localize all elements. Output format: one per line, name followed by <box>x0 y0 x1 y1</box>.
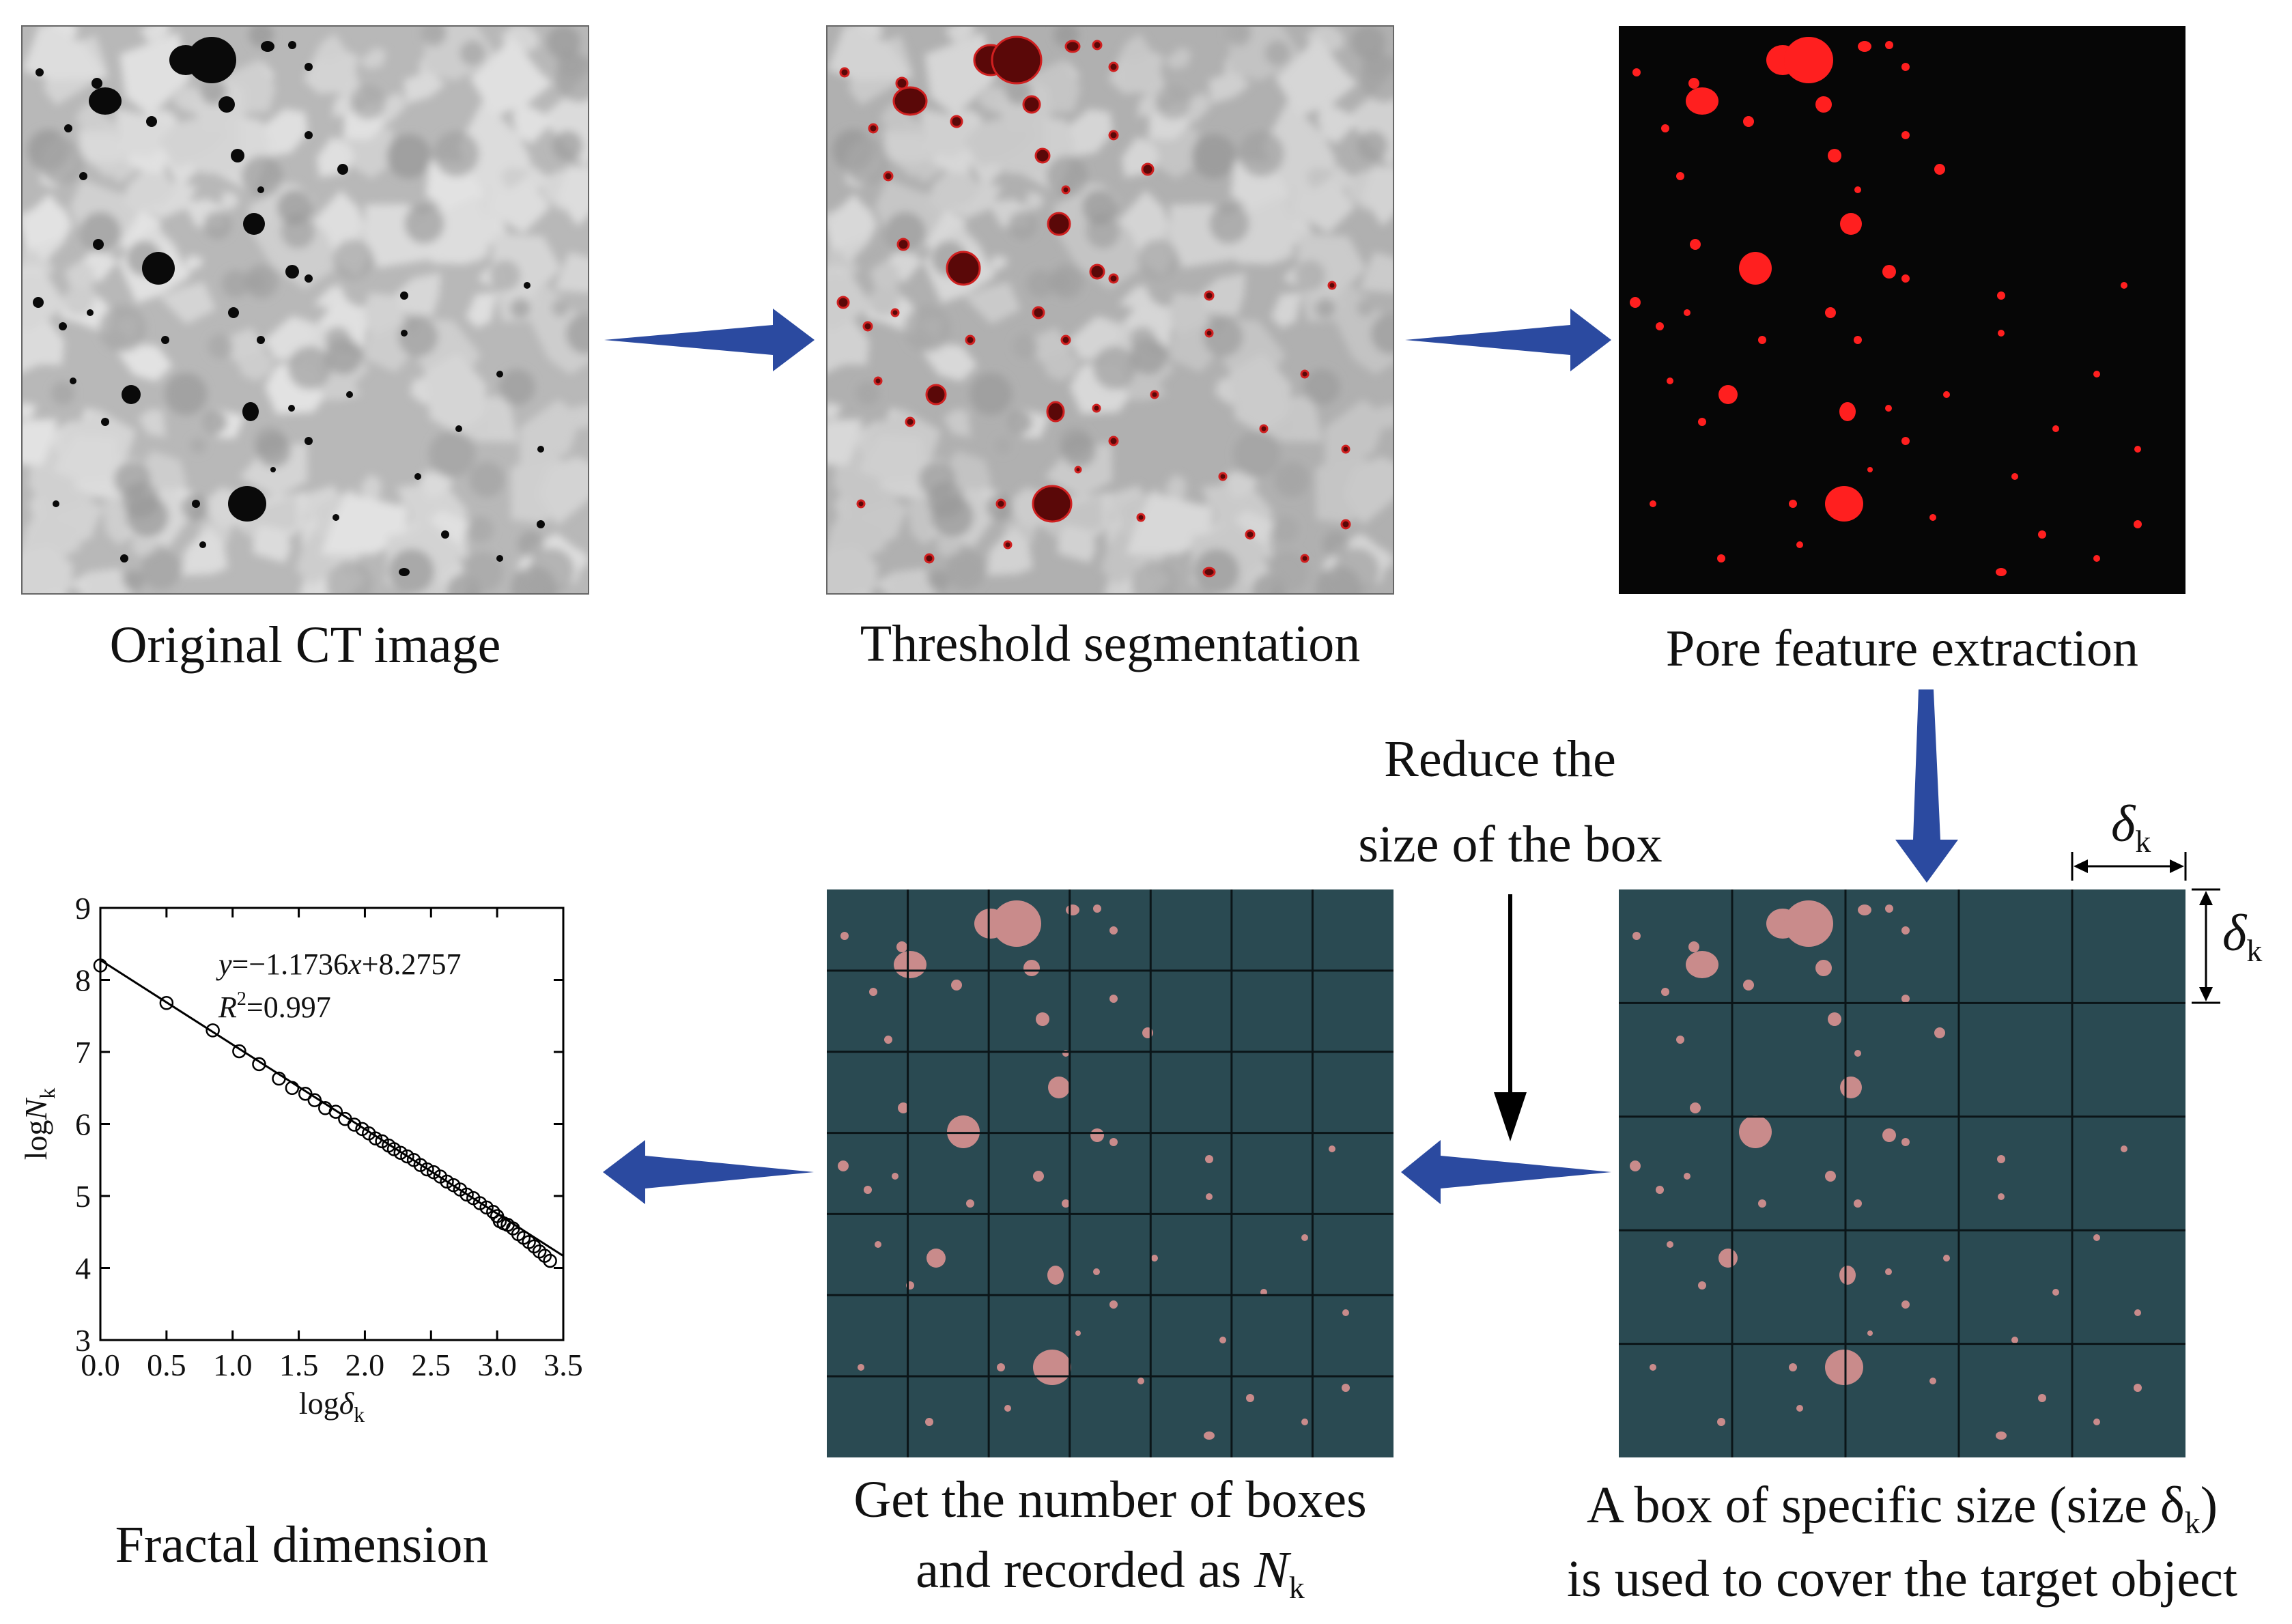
y-tick-label: 9 <box>75 891 91 926</box>
data-point <box>206 1023 220 1038</box>
reduce-line2: size of the box <box>1358 816 1662 873</box>
data-point <box>386 1142 401 1156</box>
data-point <box>486 1204 500 1219</box>
delta-top-label: δk <box>2111 795 2151 859</box>
data-point <box>298 1086 313 1101</box>
data-point <box>440 1174 454 1189</box>
box-cover-panel <box>1619 889 2185 1457</box>
ct-image-panel <box>22 26 589 594</box>
data-point <box>393 1145 408 1160</box>
data-point <box>93 958 108 973</box>
data-point <box>252 1057 266 1072</box>
y-tick-label: 7 <box>75 1035 91 1070</box>
data-point <box>232 1044 246 1059</box>
data-point <box>400 1149 414 1164</box>
caption-pore: Pore feature extraction <box>1666 620 2138 677</box>
arrow-right-2 <box>1405 309 1611 371</box>
x-tick-label: 1.5 <box>279 1348 319 1382</box>
data-point <box>272 1071 286 1086</box>
box-count-panel <box>827 889 1393 1457</box>
y-tick-label: 4 <box>75 1251 91 1286</box>
data-point <box>543 1253 557 1268</box>
equation-label: y=−1.1736x+8.2757 <box>216 948 462 981</box>
x-axis-label: logδk <box>299 1386 365 1427</box>
delta-markers <box>2071 852 2220 1004</box>
x-tick-label: 2.5 <box>412 1348 451 1382</box>
data-point <box>307 1093 322 1107</box>
fractal-chart: 0.0 0.5 1.0 1.5 2.0 2.5 3.0 3.5 3 4 5 6 7 8 9 logδk logN… <box>18 891 583 1427</box>
caption-box-count-2: and recorded as Nk <box>916 1541 1305 1605</box>
y-axis-label: logNk <box>18 1088 59 1160</box>
x-tick-label: 3.5 <box>543 1348 583 1382</box>
arrow-left-2 <box>603 1140 814 1204</box>
data-point <box>159 996 174 1010</box>
data-point <box>420 1162 434 1177</box>
x-tick-label: 2.0 <box>345 1348 385 1382</box>
y-tick-label: 5 <box>75 1179 91 1214</box>
r-squared-label: R2=0.997 <box>218 988 331 1024</box>
data-point <box>459 1187 474 1202</box>
data-point <box>328 1105 343 1119</box>
caption-box-count-1: Get the number of boxes <box>853 1471 1366 1528</box>
x-tick-label: 3.0 <box>477 1348 517 1382</box>
y-tick-label: 3 <box>75 1323 91 1358</box>
flow-arrows <box>603 309 1958 1204</box>
caption-threshold: Threshold segmentation <box>860 615 1360 672</box>
pore-extraction-panel <box>1619 26 2185 594</box>
caption-ct: Original CT image <box>110 616 501 674</box>
threshold-image-panel <box>827 26 1393 594</box>
data-point <box>347 1117 362 1132</box>
arrow-down <box>1895 689 1958 883</box>
x-tick-label: 0.5 <box>147 1348 186 1382</box>
x-tick-label: 0.0 <box>81 1348 120 1382</box>
data-point <box>285 1081 300 1095</box>
caption-box-cover-1: A box of specific size (size δk) <box>1587 1477 2218 1540</box>
reduce-arrow <box>1494 894 1527 1141</box>
reduce-line1: Reduce the <box>1384 730 1616 788</box>
y-tick-label: 6 <box>75 1107 91 1142</box>
x-tick-label: 1.0 <box>213 1348 253 1382</box>
data-point <box>368 1131 383 1145</box>
y-tick-label: 8 <box>75 963 91 998</box>
caption-box-cover-2: is used to cover the target object <box>1567 1550 2237 1608</box>
caption-fractal: Fractal dimension <box>115 1516 489 1573</box>
arrow-right-1 <box>604 309 815 371</box>
delta-side-label: δk <box>2222 904 2262 968</box>
arrow-left-1 <box>1401 1140 1611 1204</box>
